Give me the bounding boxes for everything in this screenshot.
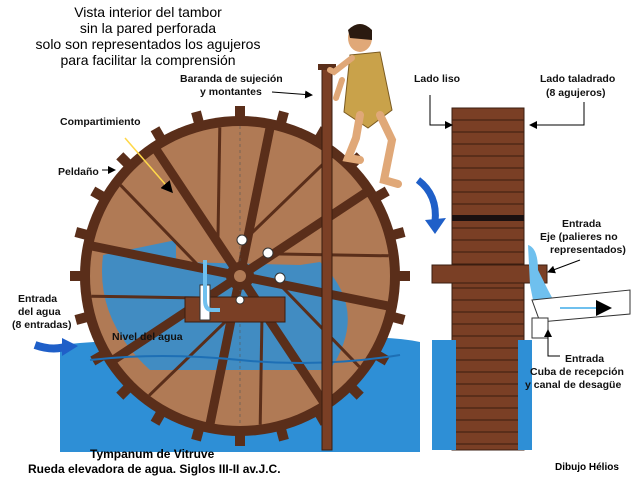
caption-line-1: Tympanum de Vitruve	[90, 447, 215, 461]
rim-step	[387, 311, 406, 325]
label-baranda-1: Baranda de sujeción	[180, 73, 283, 85]
rim-step	[90, 186, 110, 204]
wheel-spoke	[235, 126, 275, 277]
wheel-spoke	[239, 271, 390, 311]
side-water	[432, 340, 456, 450]
label-entrada-agua-2: del agua	[18, 306, 61, 318]
label-compartimiento: Compartimiento	[60, 116, 141, 128]
heading-line-2: sin la pared perforada	[80, 20, 216, 36]
rim-step	[74, 311, 93, 325]
heading-line-1: Vista interior del tambor	[74, 4, 222, 20]
label-entrada-eje-3: representados)	[550, 244, 626, 256]
rotation-arrow-icon	[415, 177, 439, 223]
label-salida-3: y canal de desagüe	[525, 379, 621, 391]
heading-line-4: para facilitar la comprensión	[60, 52, 235, 68]
rim-step	[235, 106, 245, 122]
label-entrada-eje-1: Entrada	[562, 218, 601, 230]
compartment-wall	[216, 127, 222, 243]
label-entrada-eje-2: Eje (palieres no	[540, 231, 618, 243]
wheel	[70, 106, 410, 446]
label-salida-2: Cuba de recepción	[530, 366, 624, 378]
compartment-wall	[246, 155, 332, 238]
rim-step	[74, 227, 93, 241]
compartment-wall	[119, 184, 202, 270]
label-nivel-agua: Nivel del agua	[112, 331, 183, 343]
side-water	[518, 340, 532, 450]
hole-icon	[262, 247, 274, 259]
label-entrada-agua-1: Entrada	[18, 293, 57, 305]
rim-step	[394, 271, 410, 281]
rim-step	[275, 110, 289, 129]
water-surface	[89, 354, 401, 365]
rim-step	[116, 381, 135, 400]
hole-icon	[236, 234, 248, 246]
rim-step	[191, 423, 205, 442]
compartment-wall	[148, 314, 234, 397]
rim-step	[235, 430, 245, 446]
hole-icon	[235, 295, 245, 305]
rim-step	[191, 110, 205, 129]
water-entry-arrowhead-icon	[62, 338, 78, 356]
axle-side	[431, 264, 548, 284]
drum-slot	[452, 215, 524, 221]
rim-step	[116, 152, 135, 171]
rotation-arrowhead-icon	[425, 218, 446, 234]
heading: Vista interior del tambor sin la pared p…	[36, 4, 261, 68]
rim-step	[370, 186, 390, 204]
hole-icon	[274, 272, 286, 284]
rim-step	[150, 126, 168, 146]
wheel-spoke	[110, 272, 243, 364]
rim-step	[345, 381, 364, 400]
water-flow-icon	[203, 260, 220, 312]
railing-top	[318, 64, 336, 70]
label-peldano: Peldaño	[58, 166, 99, 178]
wheel-spoke	[90, 241, 241, 281]
wheel-spoke	[152, 146, 244, 279]
receiving-tank	[531, 317, 549, 339]
compartment-wall	[278, 282, 361, 368]
label-lado-taladrado-1: Lado taladrado	[540, 73, 615, 85]
rim-steps	[70, 106, 410, 446]
label-entrada-agua-3: (8 entradas)	[12, 319, 72, 331]
worker-figure	[327, 24, 402, 188]
label-baranda-2: y montantes	[200, 86, 262, 98]
rim-step	[387, 227, 406, 241]
compartment-wall	[258, 309, 264, 425]
rim-step	[275, 423, 289, 442]
rim-step	[70, 271, 86, 281]
wheel-spoke	[237, 188, 370, 280]
credit: Dibujo Hélios	[555, 462, 619, 473]
labels: Baranda de sujeción y montantes Comparti…	[12, 73, 626, 391]
rim-step	[150, 406, 168, 426]
caption-line-2: Rueda elevadora de agua. Siglos III-II a…	[28, 462, 281, 476]
wheel-spokes	[90, 126, 390, 426]
railing-post	[321, 67, 333, 451]
label-salida-1: Entrada	[565, 353, 604, 365]
outflow-icon	[528, 245, 556, 310]
heading-line-3: solo son representados los agujeros	[36, 36, 261, 52]
axle-icon	[234, 270, 246, 282]
rim-step	[90, 348, 110, 366]
label-lado-liso: Lado liso	[414, 73, 460, 85]
label-lado-taladrado-2: (8 agujeros)	[546, 87, 606, 99]
side-view	[431, 107, 631, 451]
